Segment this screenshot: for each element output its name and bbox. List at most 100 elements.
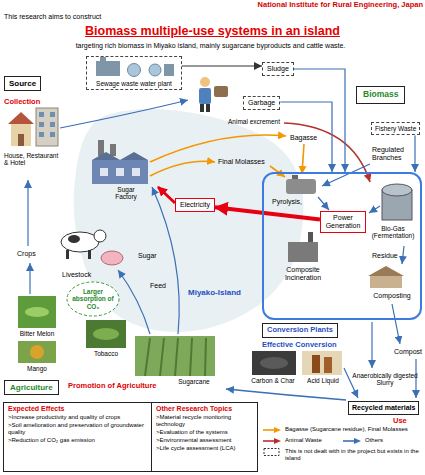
electricity-box: Electricity	[175, 198, 215, 212]
label-holder: Compost	[394, 348, 422, 356]
legend-line	[263, 429, 275, 431]
label-text: Crops	[17, 250, 36, 258]
label-holder: Livestock	[62, 271, 91, 279]
sugar-factory-icon	[92, 140, 148, 184]
label-text: Final Molasses	[218, 158, 265, 166]
label-text: Collection	[4, 98, 40, 107]
sewage-plant-icon-part	[96, 61, 120, 76]
livestock-icon-part	[94, 230, 106, 242]
collector-person-icon-part	[206, 104, 210, 112]
legend-item: This is not dealt with in the project bu…	[262, 448, 422, 462]
agriculture-box: Agriculture	[4, 380, 59, 395]
label-text: Acid Liquid	[300, 377, 346, 384]
house-hotel-icon-part	[18, 134, 24, 146]
node-text: Sludge	[267, 65, 289, 73]
flow-arrow-art-part	[158, 187, 175, 203]
collector-person-icon	[199, 77, 228, 112]
label-text: Use	[393, 417, 407, 426]
conversion-plants-box: Conversion Plants	[262, 323, 338, 338]
carbon-char-photo	[252, 351, 296, 375]
flow-connector	[294, 69, 345, 172]
mango-photo-part	[30, 345, 44, 359]
acid-liquid-photo	[302, 351, 342, 375]
flow-arrow-art-part	[318, 197, 329, 210]
sugar-factory-icon-part	[92, 160, 148, 184]
flow-arrow-art-part	[226, 389, 346, 400]
label-holder: Sugarcane	[166, 378, 222, 385]
legend-item: Animal Waste	[262, 437, 340, 445]
legend-sample	[262, 448, 282, 456]
node-text: >Reduction of CO₂ gas emission	[8, 437, 147, 444]
acid-liquid-photo-part	[324, 357, 332, 373]
incinerator-icon-part	[288, 242, 318, 262]
label-text: Sugarcane	[166, 378, 222, 385]
label-holder: Final Molasses	[218, 158, 265, 166]
research-topics-panel: Other Research Topics>Material recycle m…	[151, 402, 258, 472]
label-holder: This research aims to construct	[4, 13, 101, 21]
co2-cloud: Larger absorption of CO₂	[66, 281, 120, 317]
livestock-icon	[61, 230, 123, 265]
legend-text: Others	[365, 437, 383, 444]
house-hotel-icon-part	[50, 132, 55, 137]
label-text: Anaerobically digested Slurry	[348, 372, 422, 387]
node-text: Composite Incineration	[270, 266, 336, 282]
label-holder: Collection	[4, 98, 40, 107]
label-text: Mango	[12, 365, 62, 372]
label-text: House, Restaurant & Hotel	[4, 152, 60, 167]
fishery-waste-box: Fishery Waste	[371, 122, 420, 135]
label-holder: Use	[393, 417, 407, 426]
label-text: Animal excrement	[228, 118, 280, 125]
label-holder: National Institute for Rural Engineering…	[222, 1, 423, 10]
node-text: >Material recycle monitoring technology	[156, 414, 253, 428]
label-text: targeting rich biomass in Miyako island,…	[0, 42, 423, 50]
flow-connector	[182, 65, 262, 66]
node-text: >Life cycle assessment (LCA)	[156, 445, 253, 452]
legend-arrowhead	[274, 438, 281, 444]
house-hotel-icon-part	[50, 122, 55, 127]
node-text: Expected Effects	[8, 405, 147, 413]
flow-arrow-art-part	[302, 144, 304, 174]
label-text: Bagasse	[290, 134, 317, 142]
label-text: Regulated Branches	[372, 146, 412, 162]
node-text: Biomass	[363, 90, 398, 100]
node-text: Conversion Plants	[267, 326, 333, 335]
label-holder: Sugar Factory	[106, 186, 146, 201]
label-text: Promotion of Agriculture	[68, 382, 156, 391]
flow-arrow-art-part	[371, 322, 372, 368]
flow-arrow-art-part	[29, 263, 30, 294]
label-holder: targeting rich biomass in Miyako island,…	[0, 42, 423, 50]
legend-sample	[262, 437, 282, 445]
flow-arrow-art-part	[150, 135, 286, 162]
label-text: Effective Conversion	[262, 341, 337, 350]
garbage-box: Garbage	[243, 96, 280, 110]
legend-arrowhead	[274, 427, 281, 433]
sewage-plant-box: Sewage waste water plant	[86, 56, 182, 90]
label-text: Sugar Factory	[106, 186, 146, 201]
label-holder: Anaerobically digested Slurry	[348, 372, 422, 387]
livestock-icon-part	[101, 251, 123, 265]
sugar-factory-icon-part	[132, 168, 140, 176]
node-text: >Evaluation of the systems	[156, 429, 253, 436]
expected-effects-panel: Expected Effects>Increase productivity a…	[3, 402, 152, 472]
node-text: Bio-Gas (Fermentation)	[368, 225, 418, 240]
label-holder: Miyako-Island	[188, 288, 241, 297]
bitter-melon-photo	[18, 296, 56, 328]
node-text: Larger absorption of CO₂	[72, 288, 114, 310]
house-hotel-icon-part	[39, 112, 44, 117]
node-text: >Increase productivity and quality of cr…	[8, 414, 147, 421]
node-text: Recycled materials	[352, 404, 415, 412]
flow-connector	[280, 102, 332, 172]
pyrolysis-icon-part	[286, 179, 316, 194]
house-hotel-icon-part	[8, 112, 34, 124]
flow-arrow-art	[28, 100, 416, 400]
node-text: Source	[9, 79, 36, 88]
node-text: Other Research Topics	[156, 405, 253, 413]
sugar-factory-icon-part	[98, 140, 104, 156]
bitter-melon-photo-part	[18, 296, 56, 328]
sewage-plant-icon-part	[164, 64, 174, 76]
legend-item: Others	[342, 437, 420, 445]
flow-arrow-art-part	[27, 180, 28, 246]
house-hotel-icon-part	[39, 132, 44, 137]
label-text: Carbon & Char	[248, 377, 298, 384]
